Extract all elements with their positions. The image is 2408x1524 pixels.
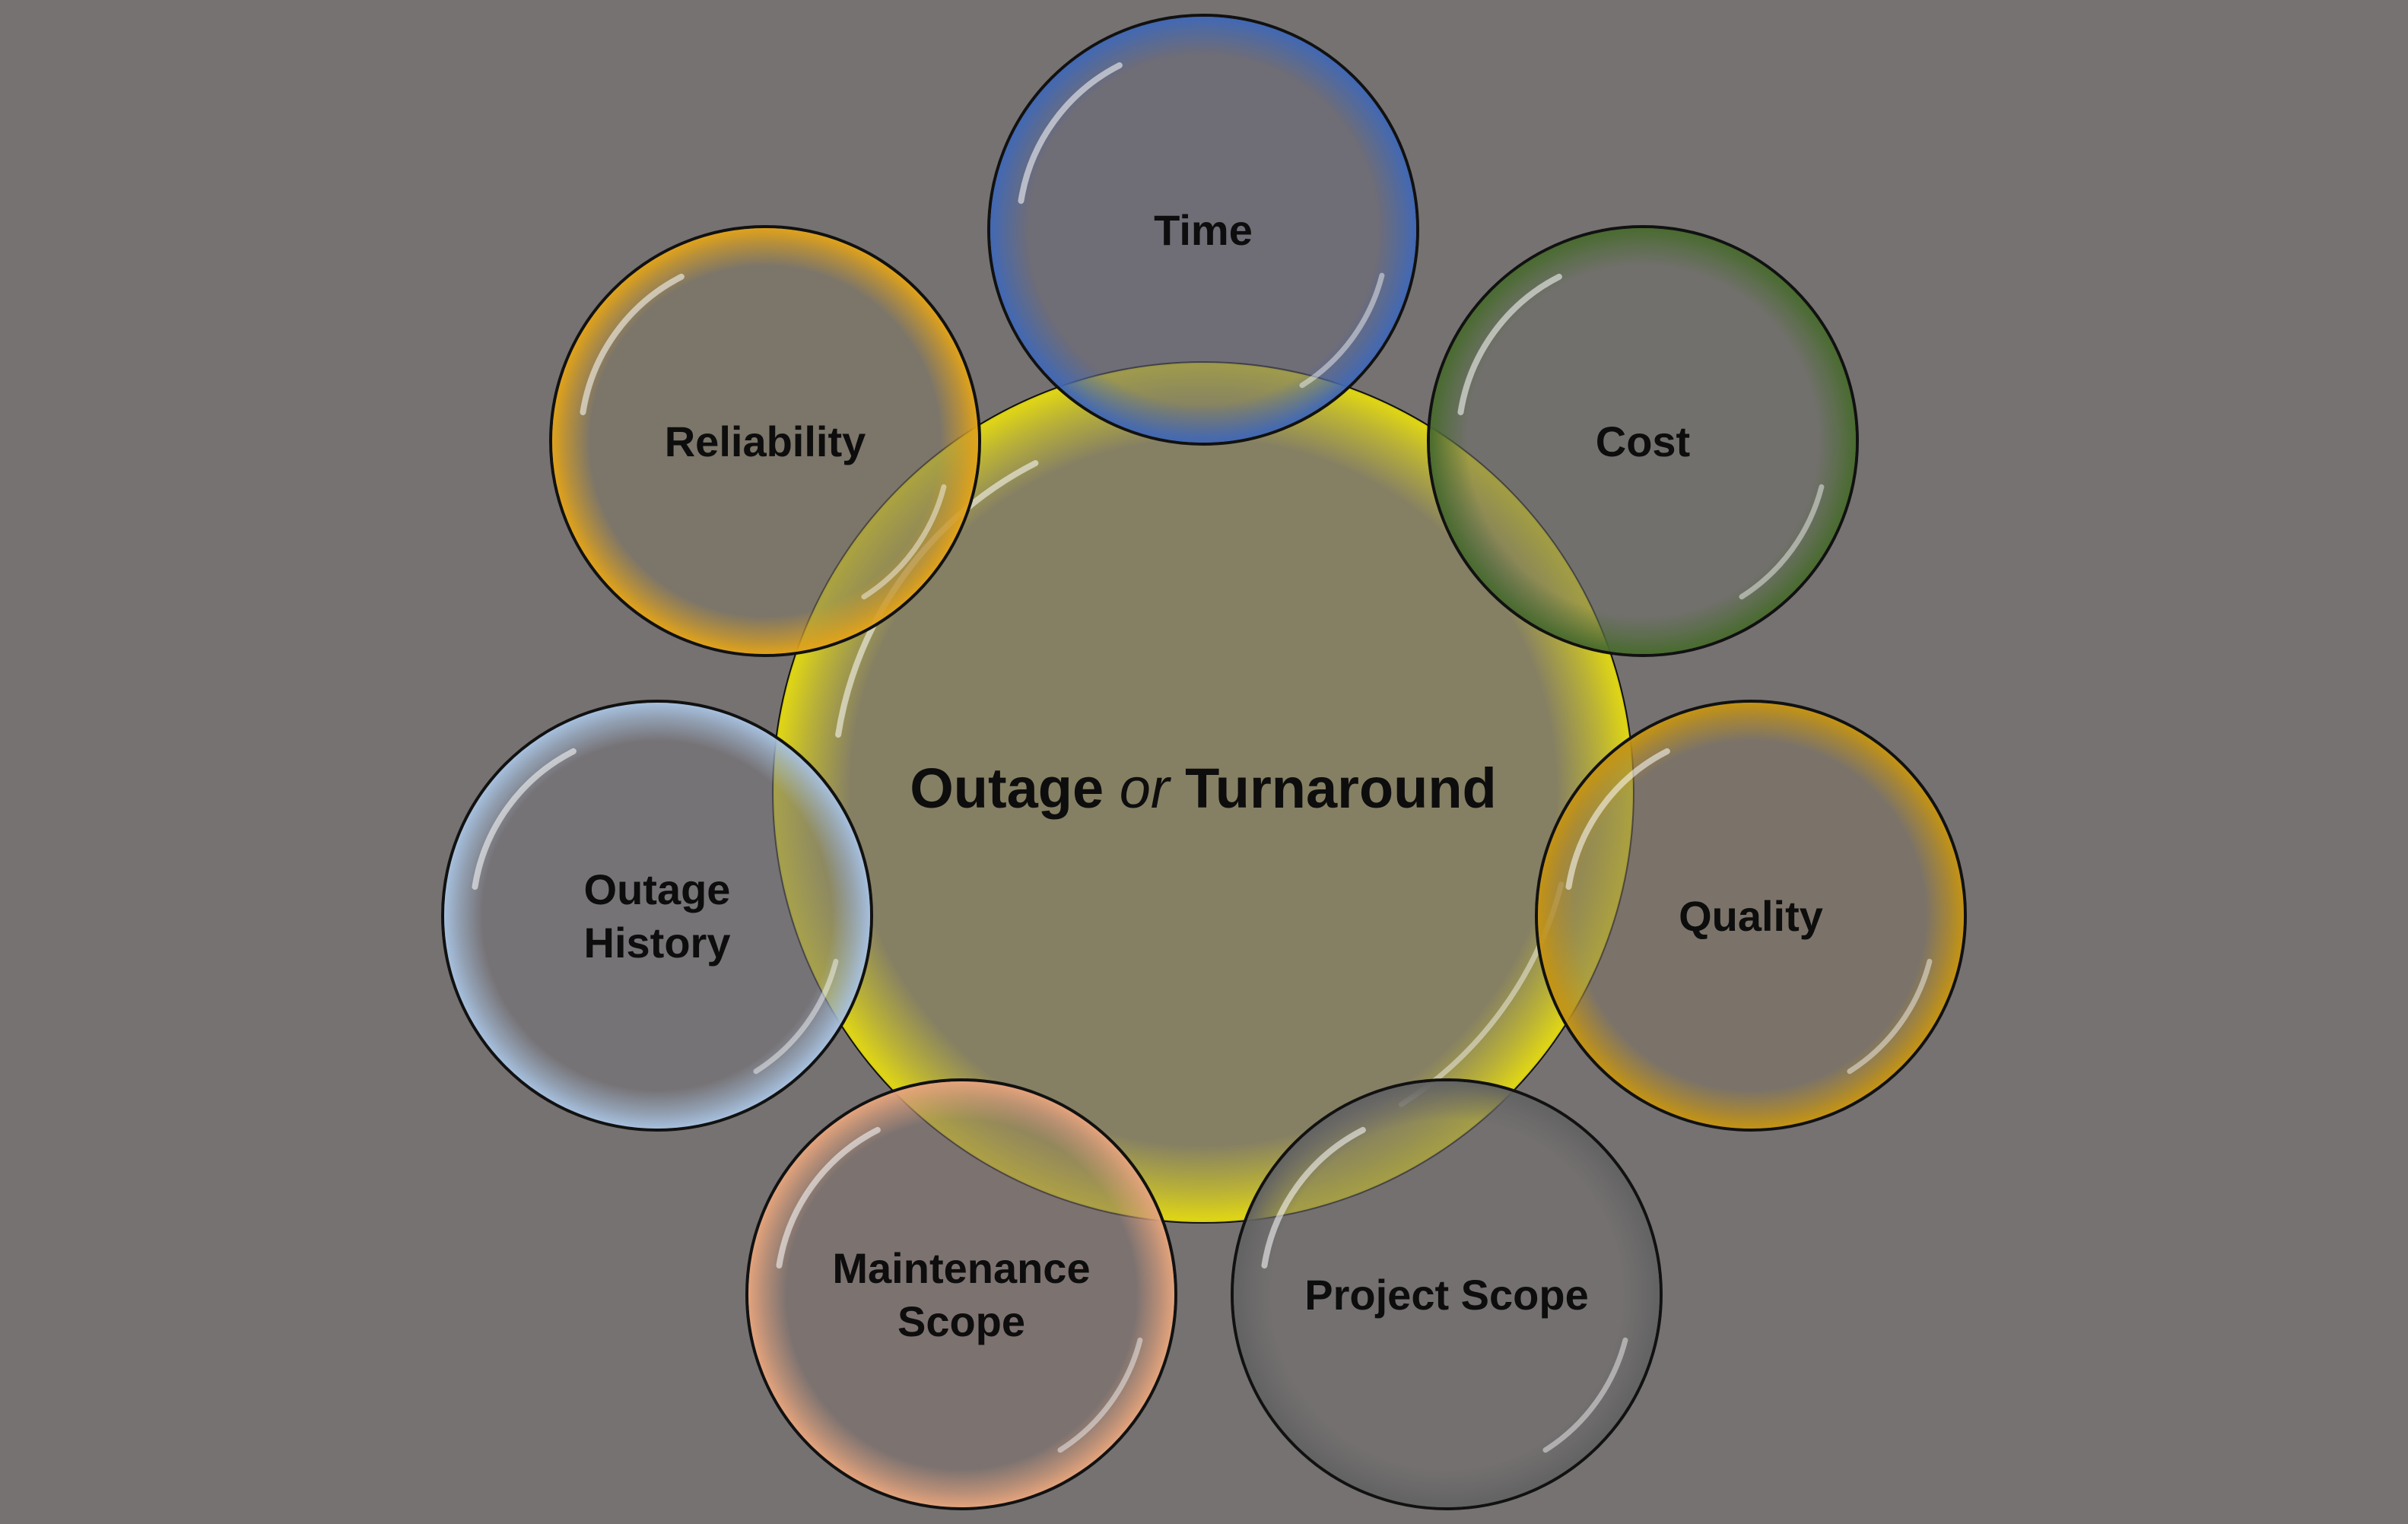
label-line: Time [1154,206,1253,254]
label-line: Outage [584,865,731,913]
circle-reliability: Reliability [549,225,981,657]
circle-project-scope: Project Scope [1231,1078,1663,1510]
highlight [1457,273,1562,416]
highlight [1299,272,1385,389]
highlight [776,1126,881,1269]
label-time: Time [1154,206,1253,254]
highlight [472,748,577,891]
circle-glow [1234,1081,1660,1507]
circle-quality: Quality [1535,700,1967,1132]
center-label: Outage or Turnaround [910,757,1497,820]
label-reliability: Reliability [665,418,866,465]
label-line: Project Scope [1304,1271,1588,1319]
circle-time: Time [987,14,1419,446]
highlight [1565,748,1670,891]
highlight [1057,1337,1143,1453]
highlight [1261,1126,1366,1269]
highlight [580,273,685,416]
label-cost: Cost [1596,418,1690,465]
circle-cost: Cost [1427,225,1859,657]
circle-glow [990,17,1416,443]
label-line: Reliability [665,418,866,465]
label-line: Scope [897,1297,1025,1345]
circle-glow [1538,703,1964,1129]
label-line: History [584,919,731,967]
highlight [1847,958,1933,1075]
center-circle: Outage or Turnaround [772,361,1634,1224]
highlight [1542,1337,1628,1453]
circle-glow [552,228,978,654]
circle-glow [444,703,870,1129]
label-quality: Quality [1679,892,1823,940]
label-line: Maintenance [832,1244,1090,1292]
label-project-scope: Project Scope [1304,1271,1588,1319]
label-line: Quality [1679,892,1823,940]
highlight [753,958,839,1075]
highlight [1739,484,1825,600]
circle-glow [1430,228,1856,654]
highlight [861,484,947,600]
highlight [1018,62,1123,205]
circle-glow [748,1081,1174,1507]
label-line: Cost [1596,418,1690,465]
